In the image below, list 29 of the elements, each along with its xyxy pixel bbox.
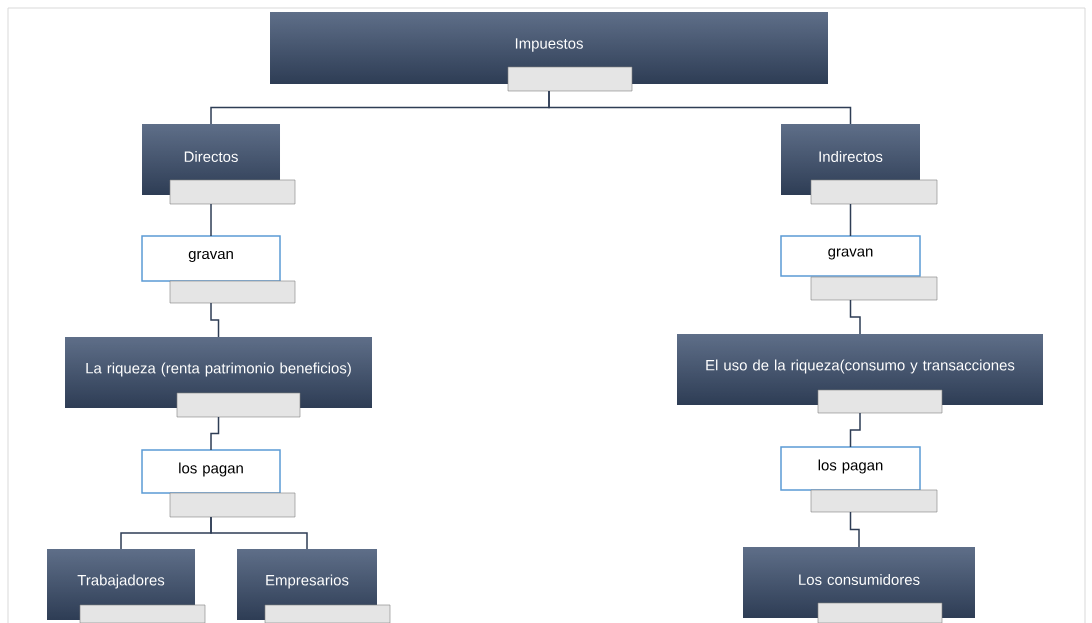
connector-line xyxy=(210,516,308,550)
node-label: El uso de la riqueza(consumo y transacciones xyxy=(706,359,1015,374)
connector-line xyxy=(210,203,212,237)
concept-box: Empresarios xyxy=(264,574,391,623)
node-label: Trabajadores xyxy=(77,574,165,589)
concept-box: Los consumidores xyxy=(799,574,943,623)
linking-word-box: gravan xyxy=(141,235,296,304)
concept-box: El uso de la riqueza(consumo y transacciones xyxy=(706,359,1015,414)
concept-box: Directos xyxy=(169,151,296,205)
connector-line xyxy=(849,299,861,335)
connector-line xyxy=(210,302,220,338)
concept-box: Impuestos xyxy=(507,38,633,92)
node-label: Impuestos xyxy=(515,38,583,52)
node-label: Indirectos xyxy=(819,151,883,162)
concept-box: La riqueza (renta patrimonio beneficios) xyxy=(86,362,351,418)
node-label: Empresarios xyxy=(266,574,349,589)
node-label: Los consumidores xyxy=(799,574,920,585)
node-label: Directos xyxy=(184,151,238,162)
linking-word-box: gravan xyxy=(780,235,938,301)
connector-line xyxy=(849,412,861,448)
connector-line xyxy=(548,90,852,125)
connector-line xyxy=(849,203,852,237)
connector-line xyxy=(210,416,220,451)
linking-word-box: los pagan xyxy=(780,446,938,513)
node-label: La riqueza (renta patrimonio beneficios) xyxy=(86,362,351,377)
concept-box: Indirectos xyxy=(810,151,938,205)
connector-line xyxy=(849,511,860,548)
concept-box: Trabajadores xyxy=(77,574,206,623)
linking-word-box: los pagan xyxy=(141,449,296,518)
